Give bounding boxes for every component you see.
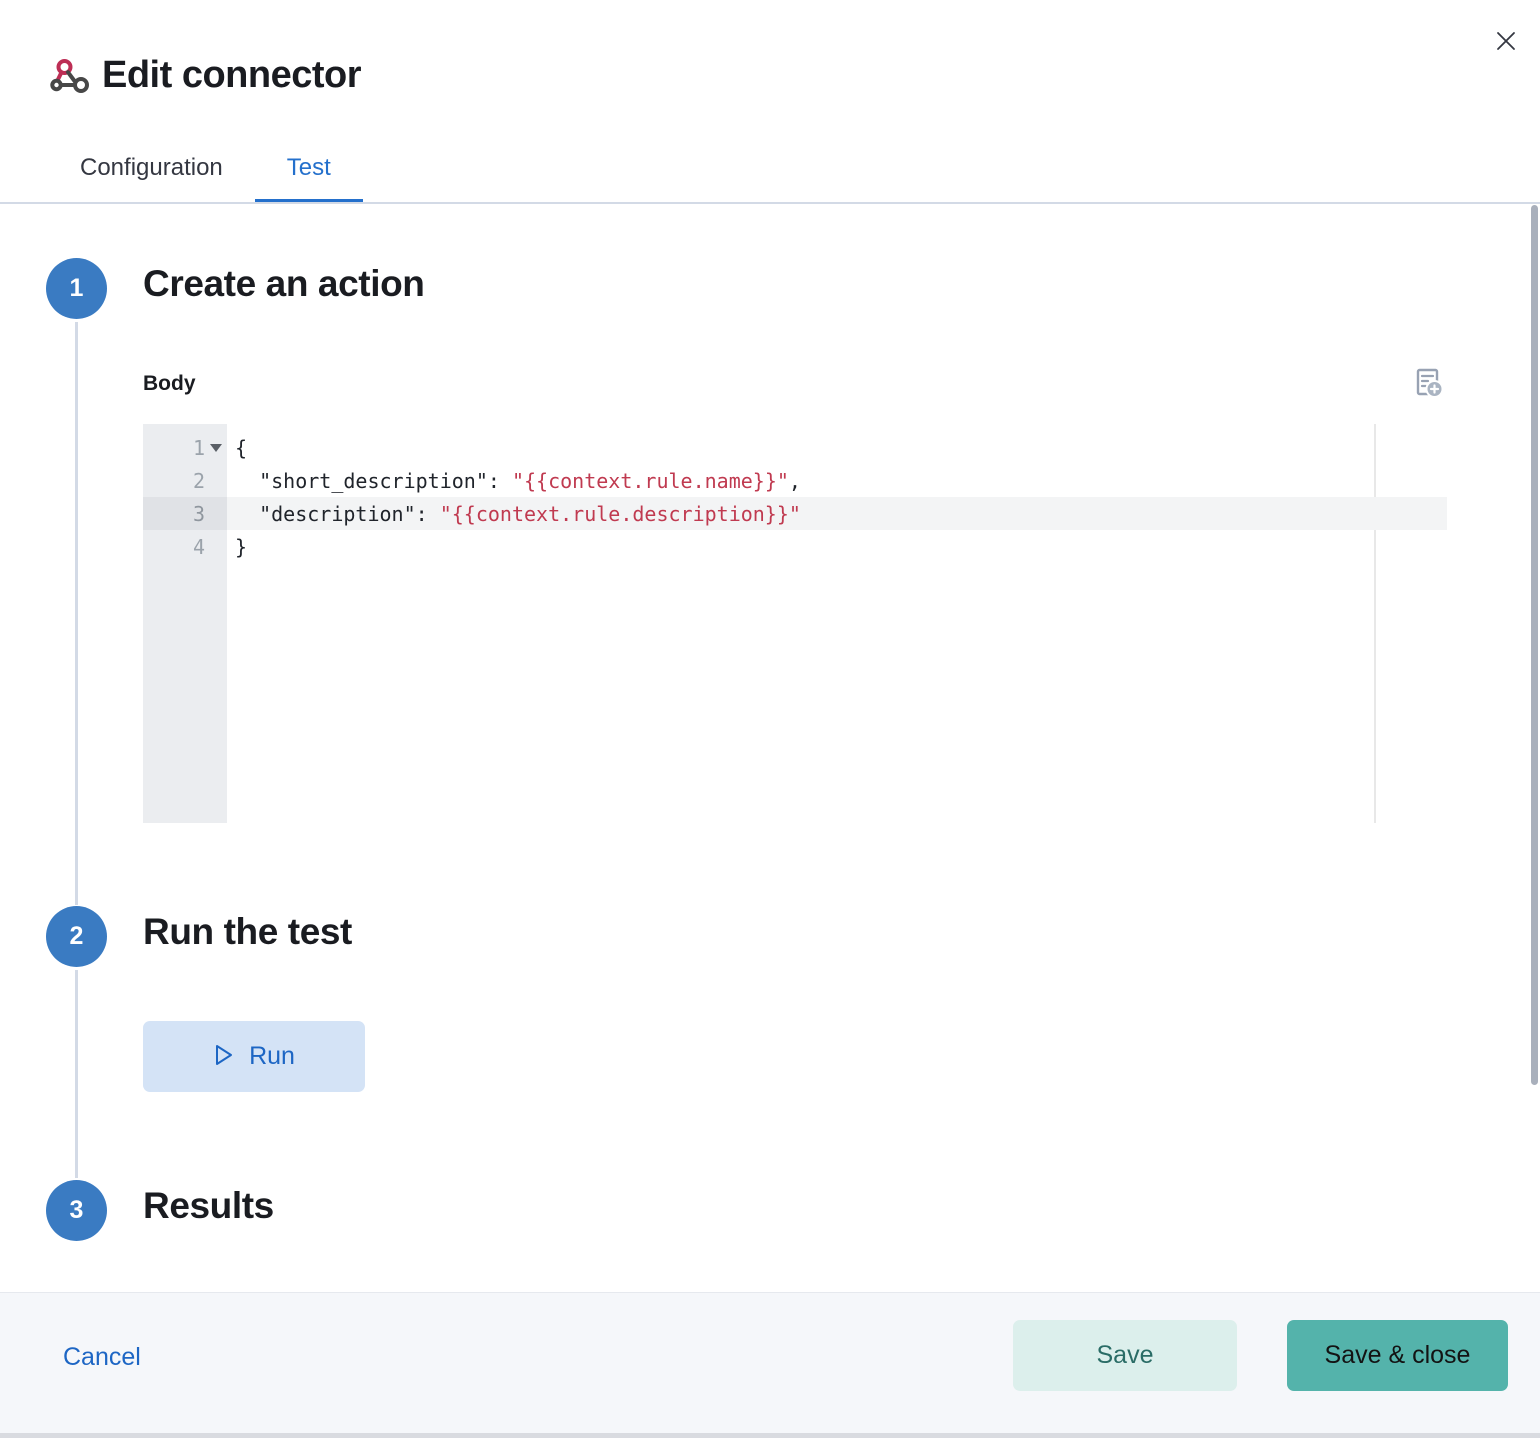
- tab-configuration-label: Configuration: [80, 153, 223, 181]
- code-token-key: "short_description":: [235, 468, 512, 493]
- code-line-1[interactable]: 1 {: [143, 431, 1447, 464]
- editor-gutter: [143, 424, 227, 823]
- editor-right-rule: [1374, 424, 1376, 823]
- run-button-label: Run: [249, 1042, 295, 1070]
- step-1-indicator: 1: [46, 258, 107, 319]
- flyout-header: Edit connector: [48, 54, 362, 97]
- line-1-code: {: [227, 431, 1447, 464]
- line-4-code: }: [227, 530, 1447, 563]
- code-line-4[interactable]: 4 }: [143, 530, 1447, 563]
- step-1-title: Create an action: [143, 263, 425, 304]
- run-button[interactable]: Run: [143, 1021, 365, 1092]
- step-3-title: Results: [143, 1185, 274, 1226]
- play-icon: [213, 1043, 235, 1070]
- close-icon: [1492, 27, 1520, 58]
- line-2-gutter: 2: [143, 464, 227, 497]
- line-1-number: 1: [192, 435, 205, 460]
- line-3-gutter: 3: [143, 497, 227, 530]
- body-field-label: Body: [143, 372, 196, 395]
- tab-bar: Configuration Test: [48, 136, 363, 203]
- code-token: ,: [788, 468, 801, 493]
- line-4-gutter: 4: [143, 530, 227, 563]
- line-4-number: 4: [192, 534, 205, 559]
- flyout-bottom-edge: [0, 1433, 1540, 1438]
- code-token: {: [235, 435, 248, 460]
- close-button[interactable]: [1486, 22, 1526, 62]
- cancel-button[interactable]: Cancel: [63, 1343, 141, 1371]
- step-connector-2-3: [75, 970, 78, 1178]
- code-line-3-active[interactable]: 3 "description": "{{context.rule.descrip…: [143, 497, 1447, 530]
- code-lines: 1 { 2 "short_description": "{{context.ru…: [143, 431, 1447, 563]
- code-line-2[interactable]: 2 "short_description": "{{context.rule.n…: [143, 464, 1447, 497]
- vertical-scrollbar[interactable]: [1531, 205, 1538, 1085]
- line-1-gutter: 1: [143, 431, 227, 464]
- page-title: Edit connector: [102, 54, 362, 96]
- webhook-icon: [48, 57, 90, 95]
- step-2-indicator: 2: [46, 906, 107, 967]
- line-2-code: "short_description": "{{context.rule.nam…: [227, 464, 1447, 497]
- line-3-number: 3: [192, 501, 205, 526]
- step-3-number: 3: [69, 1196, 84, 1224]
- tab-test[interactable]: Test: [254, 136, 363, 203]
- step-connector-1-2: [75, 322, 78, 905]
- code-token-template: "{{context.rule.name}}": [511, 468, 789, 493]
- code-token: }: [235, 534, 248, 559]
- step-1-number: 1: [69, 274, 84, 302]
- line-3-code: "description": "{{context.rule.descripti…: [227, 497, 1447, 530]
- line-2-number: 2: [192, 468, 205, 493]
- body-field-header: Body: [143, 366, 1447, 402]
- body-code-editor[interactable]: 1 { 2 "short_description": "{{context.ru…: [143, 424, 1447, 823]
- code-token-template: "{{context.rule.description}}": [439, 501, 801, 526]
- save-and-close-button[interactable]: Save & close: [1287, 1320, 1508, 1391]
- step-2-number: 2: [69, 922, 84, 950]
- add-variable-icon: [1412, 366, 1446, 403]
- flyout-footer: Cancel Save Save & close: [0, 1292, 1540, 1433]
- fold-caret-icon[interactable]: [205, 431, 227, 464]
- tab-test-label: Test: [286, 153, 331, 181]
- code-token-key: "description":: [235, 501, 440, 526]
- step-2-title: Run the test: [143, 911, 352, 952]
- tab-configuration[interactable]: Configuration: [48, 136, 255, 203]
- save-button[interactable]: Save: [1013, 1320, 1237, 1391]
- tabs-divider: [0, 202, 1540, 204]
- step-3-indicator: 3: [46, 1180, 107, 1241]
- add-variable-button[interactable]: [1411, 366, 1447, 402]
